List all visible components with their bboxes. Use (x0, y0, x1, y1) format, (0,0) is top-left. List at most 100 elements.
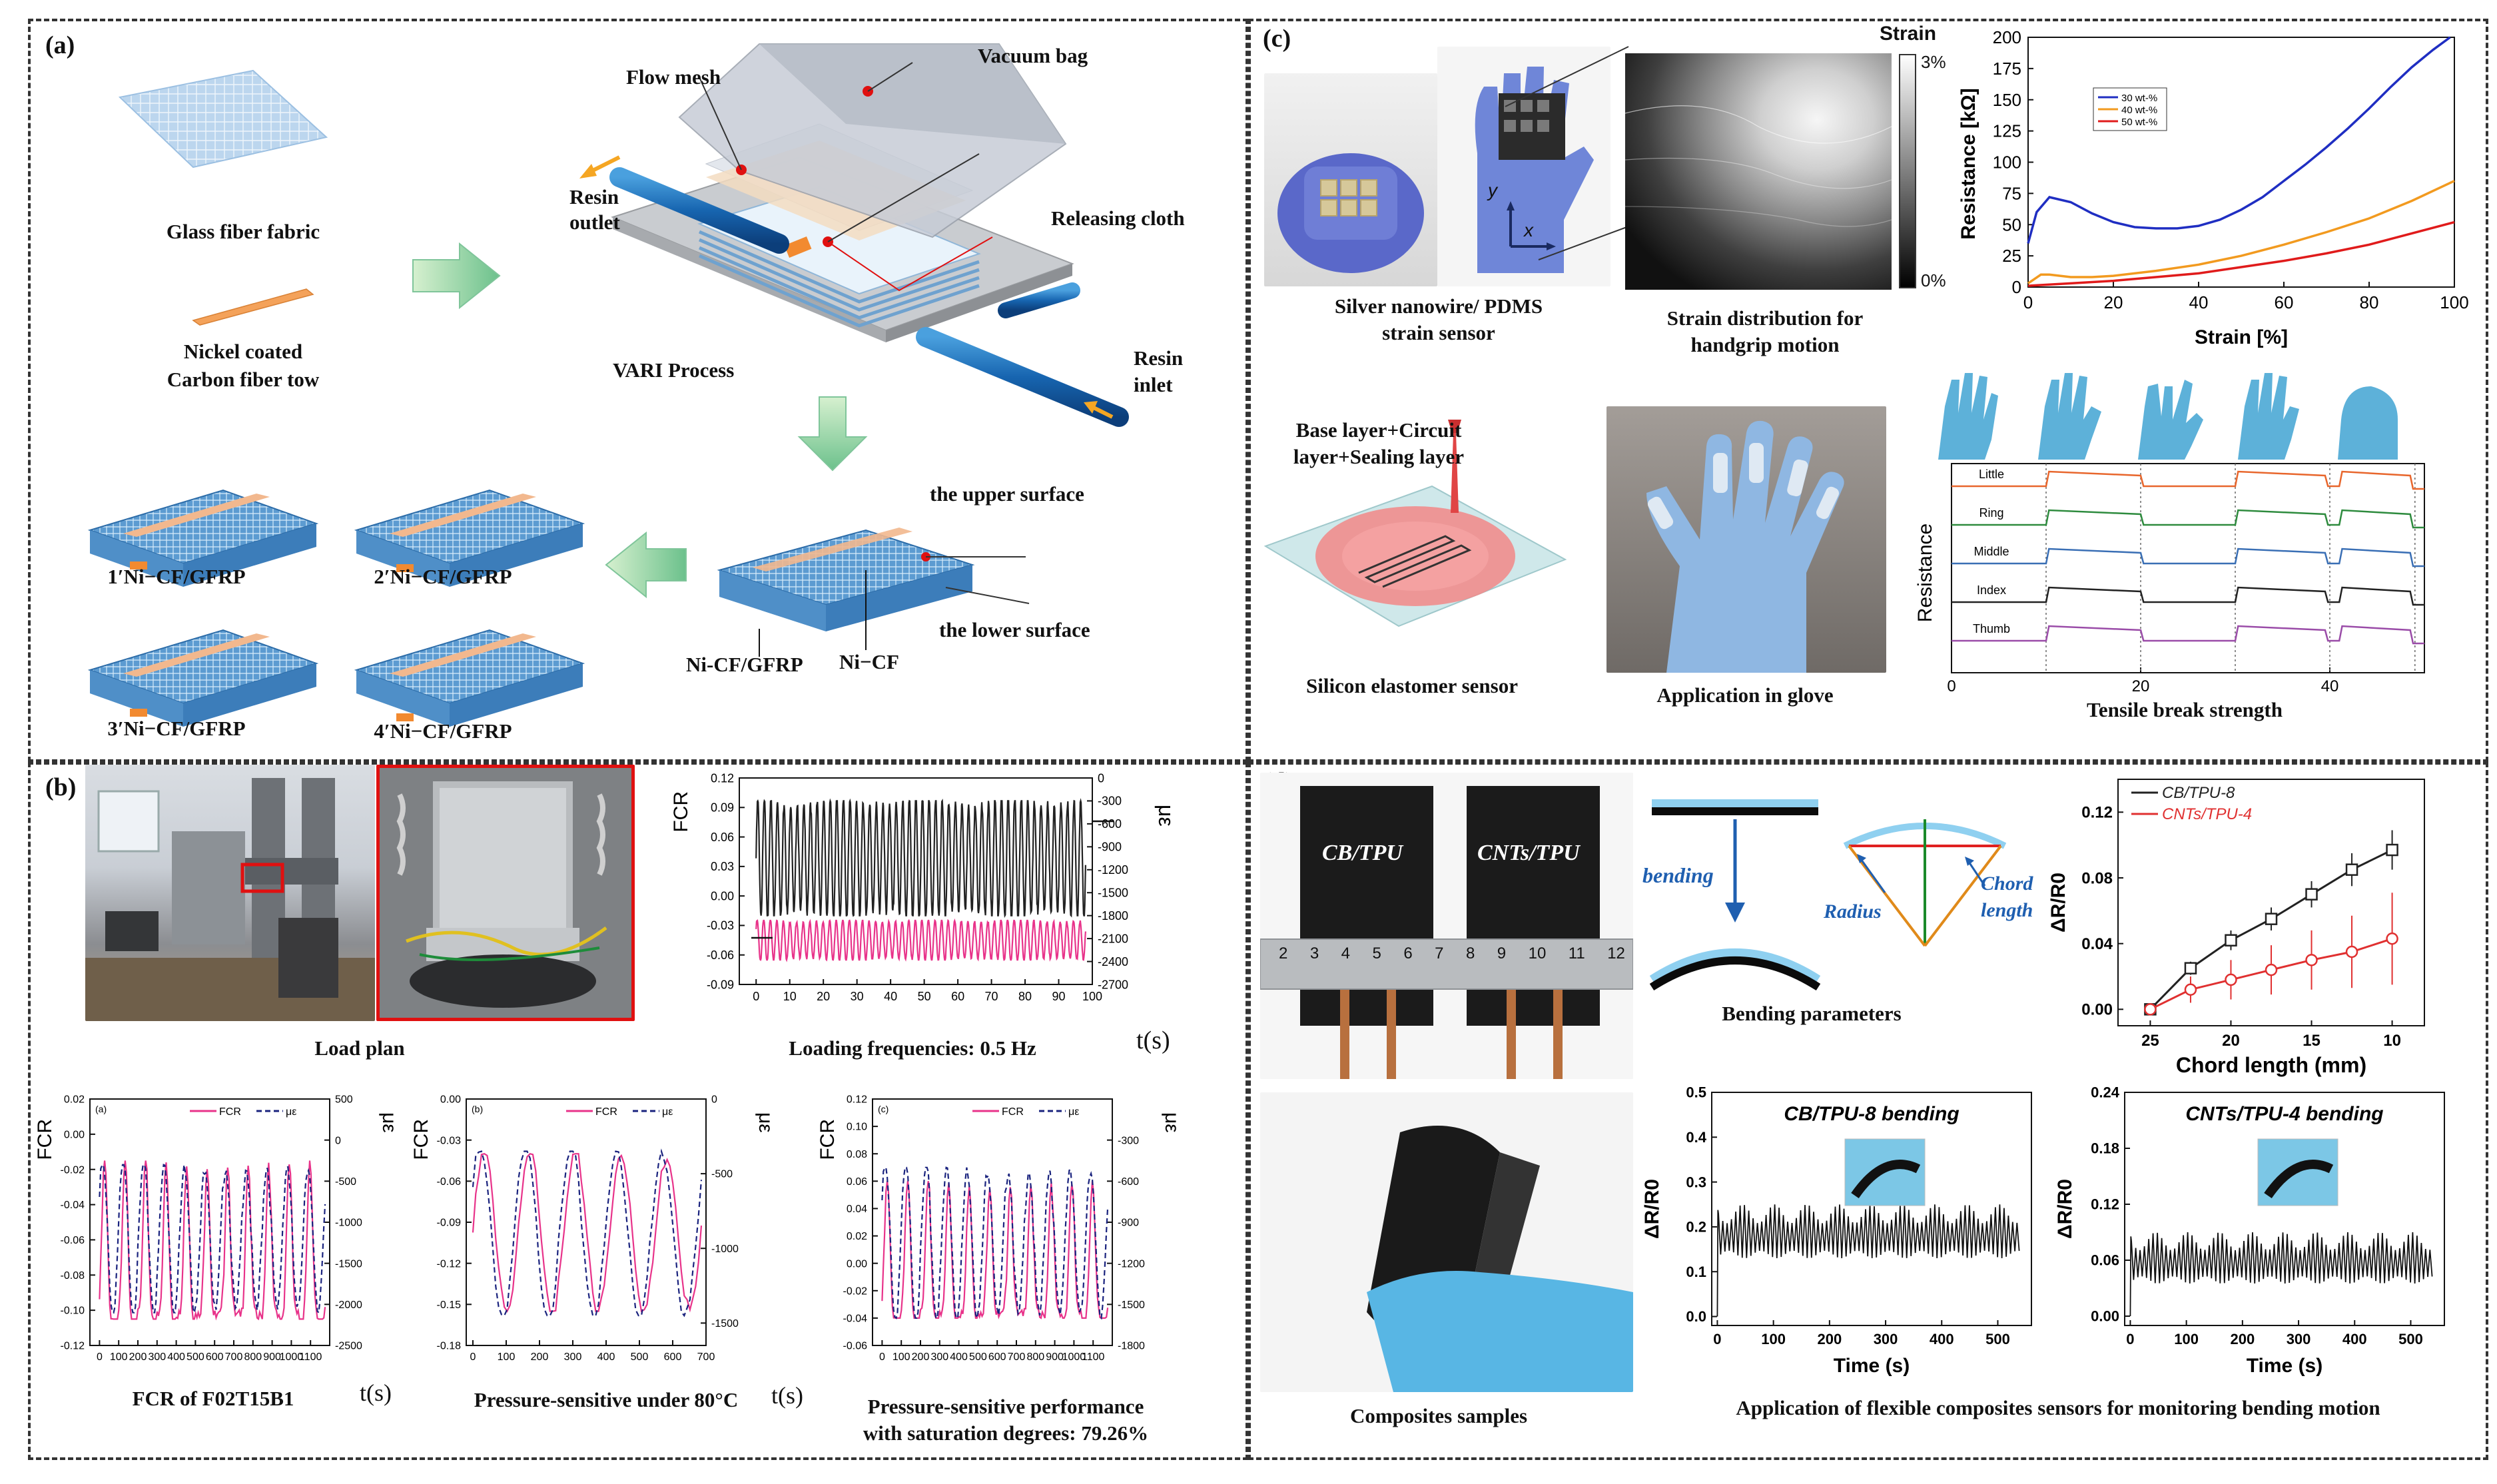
inset-sample (1851, 1160, 1921, 1199)
subplot-letter: (c) (878, 1104, 889, 1114)
y-tick-label: 0.12 (847, 1094, 867, 1106)
x-tick-label: 100 (498, 1351, 516, 1363)
legend-label: 50 wt-% (2121, 117, 2157, 128)
y2-tick-label: -600 (1118, 1176, 1139, 1188)
nickel-label-line1: Nickel coated (183, 340, 303, 363)
y-tick-label: -0.06 (61, 1235, 85, 1246)
x-tick-label: 500 (631, 1351, 649, 1363)
x-tick-label: 15 (2303, 1032, 2320, 1050)
process-arrow-right-icon (412, 242, 501, 310)
x-tick-label: 10 (783, 990, 797, 1003)
y-axis-label: FCR (819, 1119, 839, 1160)
y-tick-label: 150 (1993, 90, 2021, 110)
series-line-FCR (472, 1152, 703, 1313)
ruler-num-3: 3 (1309, 944, 1319, 962)
x-tick-label: 300 (148, 1351, 166, 1363)
y-tick-label: -0.12 (61, 1341, 85, 1352)
x-tick-label: 500 (969, 1351, 987, 1363)
y-tick-label: 0.00 (2091, 1308, 2119, 1325)
loading-ts-label: t(s) (1136, 1026, 1170, 1054)
plot-frame (2124, 1092, 2445, 1326)
sample-4-label: 4′Ni−CF/GFRP (374, 719, 512, 743)
y-tick-label: -0.04 (843, 1313, 868, 1324)
y-tick-label: 0.00 (847, 1258, 867, 1270)
x-tick-label: 70 (985, 990, 998, 1003)
y-tick-label: 25 (2002, 246, 2021, 266)
inset-sample (2264, 1160, 2334, 1199)
ruler-num-9: 9 (1497, 944, 1507, 962)
y-tick-label: 0.09 (711, 801, 734, 815)
x-tick-label: 500 (1985, 1331, 2010, 1347)
panel-c-label: (c) (1263, 25, 1291, 53)
series-line-50wt (2027, 220, 2455, 287)
fcr-f02t15b1-caption: FCR of F02T15B1 (132, 1387, 294, 1410)
y-tick-label: 50 (2002, 214, 2021, 234)
x-tick-label: 20 (2132, 677, 2150, 695)
x-tick-label: 30 (851, 990, 864, 1003)
data-point (2225, 973, 2237, 986)
vari-process-label: VARI Process (613, 358, 735, 382)
data-point (2265, 963, 2278, 976)
y2-tick-label: -1000 (335, 1218, 362, 1229)
nickel-tow-icon (192, 288, 314, 326)
x-tick-label: 100 (1082, 990, 1102, 1003)
x-tick-label: 700 (225, 1351, 243, 1363)
sample-laminates (87, 489, 585, 727)
series-line-30wt (2027, 36, 2451, 244)
data-point (2265, 913, 2278, 925)
ruler-numbers: 2 3 4 5 6 7 8 9 10 11 12 (1279, 944, 1625, 963)
x-tick-label: 400 (1930, 1331, 1954, 1347)
y-tick-label: -0.09 (437, 1218, 462, 1229)
y2-axis-label: με (1154, 805, 1172, 827)
y-tick-label: 0 (2012, 277, 2021, 297)
y2-axis-label: με (378, 1112, 400, 1133)
legend-label: CNTs/TPU-4 (2162, 805, 2252, 823)
strain-distribution-map (1625, 53, 1892, 290)
series-line-ue (99, 1163, 326, 1315)
series-line-ue (881, 1166, 1109, 1321)
panel-b (28, 762, 1248, 1460)
y-tick-label: 0.04 (847, 1204, 867, 1215)
x-axis-label: Chord length (mm) (2176, 1053, 2366, 1077)
pressure-80c-ts-label: t(s) (771, 1382, 803, 1409)
x-tick-label: 100 (2440, 292, 2468, 312)
data-point (2345, 863, 2358, 876)
ruler-num-2: 2 (1279, 944, 1288, 962)
sample-3-label: 3′Ni−CF/GFRP (107, 717, 246, 740)
x-tick-label: 50 (918, 990, 931, 1003)
y-tick-label: 175 (1993, 59, 2021, 79)
series-line-ue (472, 1148, 703, 1317)
y2-tick-label: -2400 (1098, 955, 1128, 968)
chart-title: CNTs/TPU-4 bending (2185, 1103, 2383, 1125)
panel-a-illustration (87, 43, 1129, 727)
glove-sensor-photo (1437, 47, 1610, 286)
y-tick-label: 200 (1993, 27, 2021, 47)
x-tick-label: 20 (817, 990, 830, 1003)
series-line-index (1952, 586, 2424, 606)
x-tick-label: 0 (2023, 292, 2033, 312)
y-tick-label: 0.08 (847, 1149, 867, 1160)
x-tick-label: 80 (2360, 292, 2379, 312)
releasing-cloth-label: Releasing cloth (1051, 206, 1185, 230)
ruler-num-4: 4 (1341, 944, 1351, 962)
x-tick-label: 300 (1874, 1331, 1898, 1347)
x-tick-label: 25 (2141, 1032, 2159, 1050)
process-arrow-down-icon (797, 396, 868, 472)
y-tick-label: 0.00 (711, 889, 734, 903)
series-label: Thumb (1973, 622, 2010, 635)
series-label: Middle (1973, 545, 2009, 558)
x-tick-label: 200 (129, 1351, 147, 1363)
x-tick-label: 80 (1018, 990, 1032, 1003)
series-line-FCR (881, 1181, 1109, 1319)
panel-c (1248, 19, 2488, 762)
x-tick-label: 600 (664, 1351, 682, 1363)
legend-label: CB/TPU-8 (2162, 784, 2235, 802)
pressure-saturation-caption-1: Pressure-sensitive performance (867, 1395, 1144, 1418)
series-line-middle (1952, 548, 2424, 567)
y-tick-label: -0.03 (707, 919, 734, 932)
ni-cf-gfrp-label: Ni-CF/GFRP (686, 653, 803, 676)
